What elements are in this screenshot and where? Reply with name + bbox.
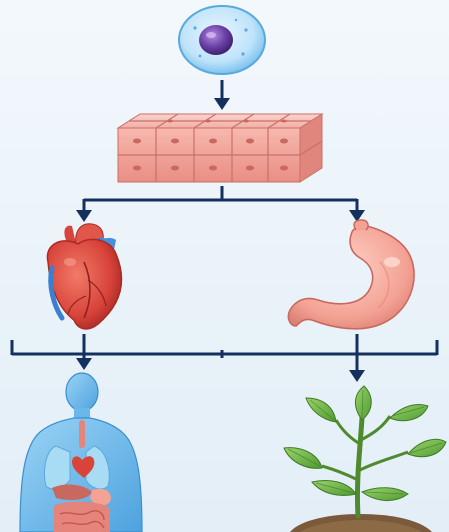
cell-icon [179, 6, 265, 74]
human-body-icon [20, 373, 142, 532]
tissue-icon [118, 114, 322, 182]
stomach-icon [288, 220, 414, 329]
arrow-tissue-to-organs [76, 186, 365, 222]
arrow-cell-to-tissue [214, 80, 230, 110]
plant-icon [284, 386, 446, 532]
heart-icon [47, 224, 121, 329]
